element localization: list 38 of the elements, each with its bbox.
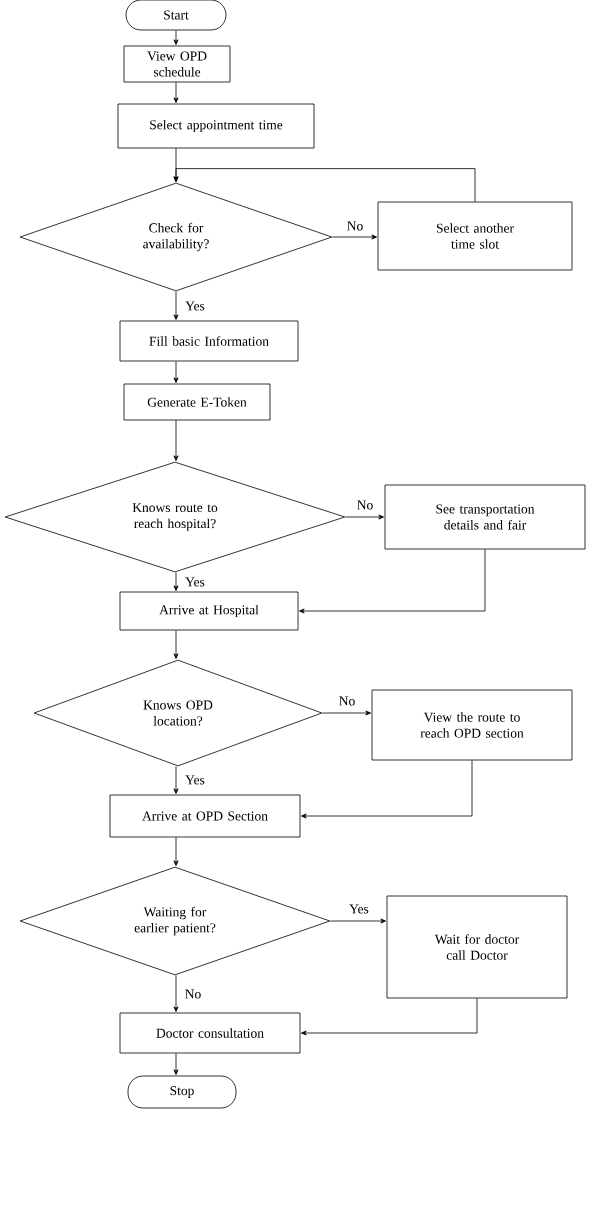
edge-label: Yes	[184, 300, 206, 312]
process-box: Generate E-Token	[123, 383, 271, 421]
arrow	[173, 837, 179, 866]
process-box: Wait for doctor call Doctor	[386, 895, 568, 999]
arrow	[173, 361, 179, 383]
process-box: Arrive at Hospital	[119, 591, 299, 631]
edge-label: No	[355, 499, 375, 511]
arrow	[173, 168, 476, 202]
arrow	[301, 760, 473, 819]
edge-label: Yes	[184, 774, 206, 786]
edge-label: Yes	[348, 903, 370, 915]
process-box: Select another time slot	[377, 201, 573, 271]
arrow	[345, 514, 384, 520]
process-box: Doctor consultation	[119, 1012, 301, 1054]
arrow	[332, 234, 377, 240]
process-box: See transportation details and fair	[384, 484, 586, 550]
arrow	[301, 998, 478, 1036]
edge-label: Yes	[184, 576, 206, 588]
arrow	[173, 975, 179, 1012]
process-box: View OPD schedule	[123, 45, 231, 83]
process-box: Fill basic Information	[119, 320, 299, 362]
arrow	[299, 549, 486, 614]
edge-label: No	[183, 988, 203, 1000]
arrow	[173, 82, 179, 103]
process-box: Select appointment time	[117, 103, 315, 149]
arrow	[173, 630, 179, 659]
process-box: Arrive at OPD Section	[109, 794, 301, 838]
arrow	[173, 766, 179, 794]
arrow	[173, 572, 179, 591]
edge-label: No	[337, 695, 357, 707]
edge-label: No	[345, 220, 365, 232]
process-box: View the route to reach OPD section	[371, 689, 573, 761]
arrow	[322, 710, 371, 716]
arrow	[173, 291, 179, 320]
arrow	[173, 1053, 179, 1075]
arrow	[173, 420, 179, 461]
arrow	[330, 918, 386, 924]
arrow	[173, 30, 179, 45]
